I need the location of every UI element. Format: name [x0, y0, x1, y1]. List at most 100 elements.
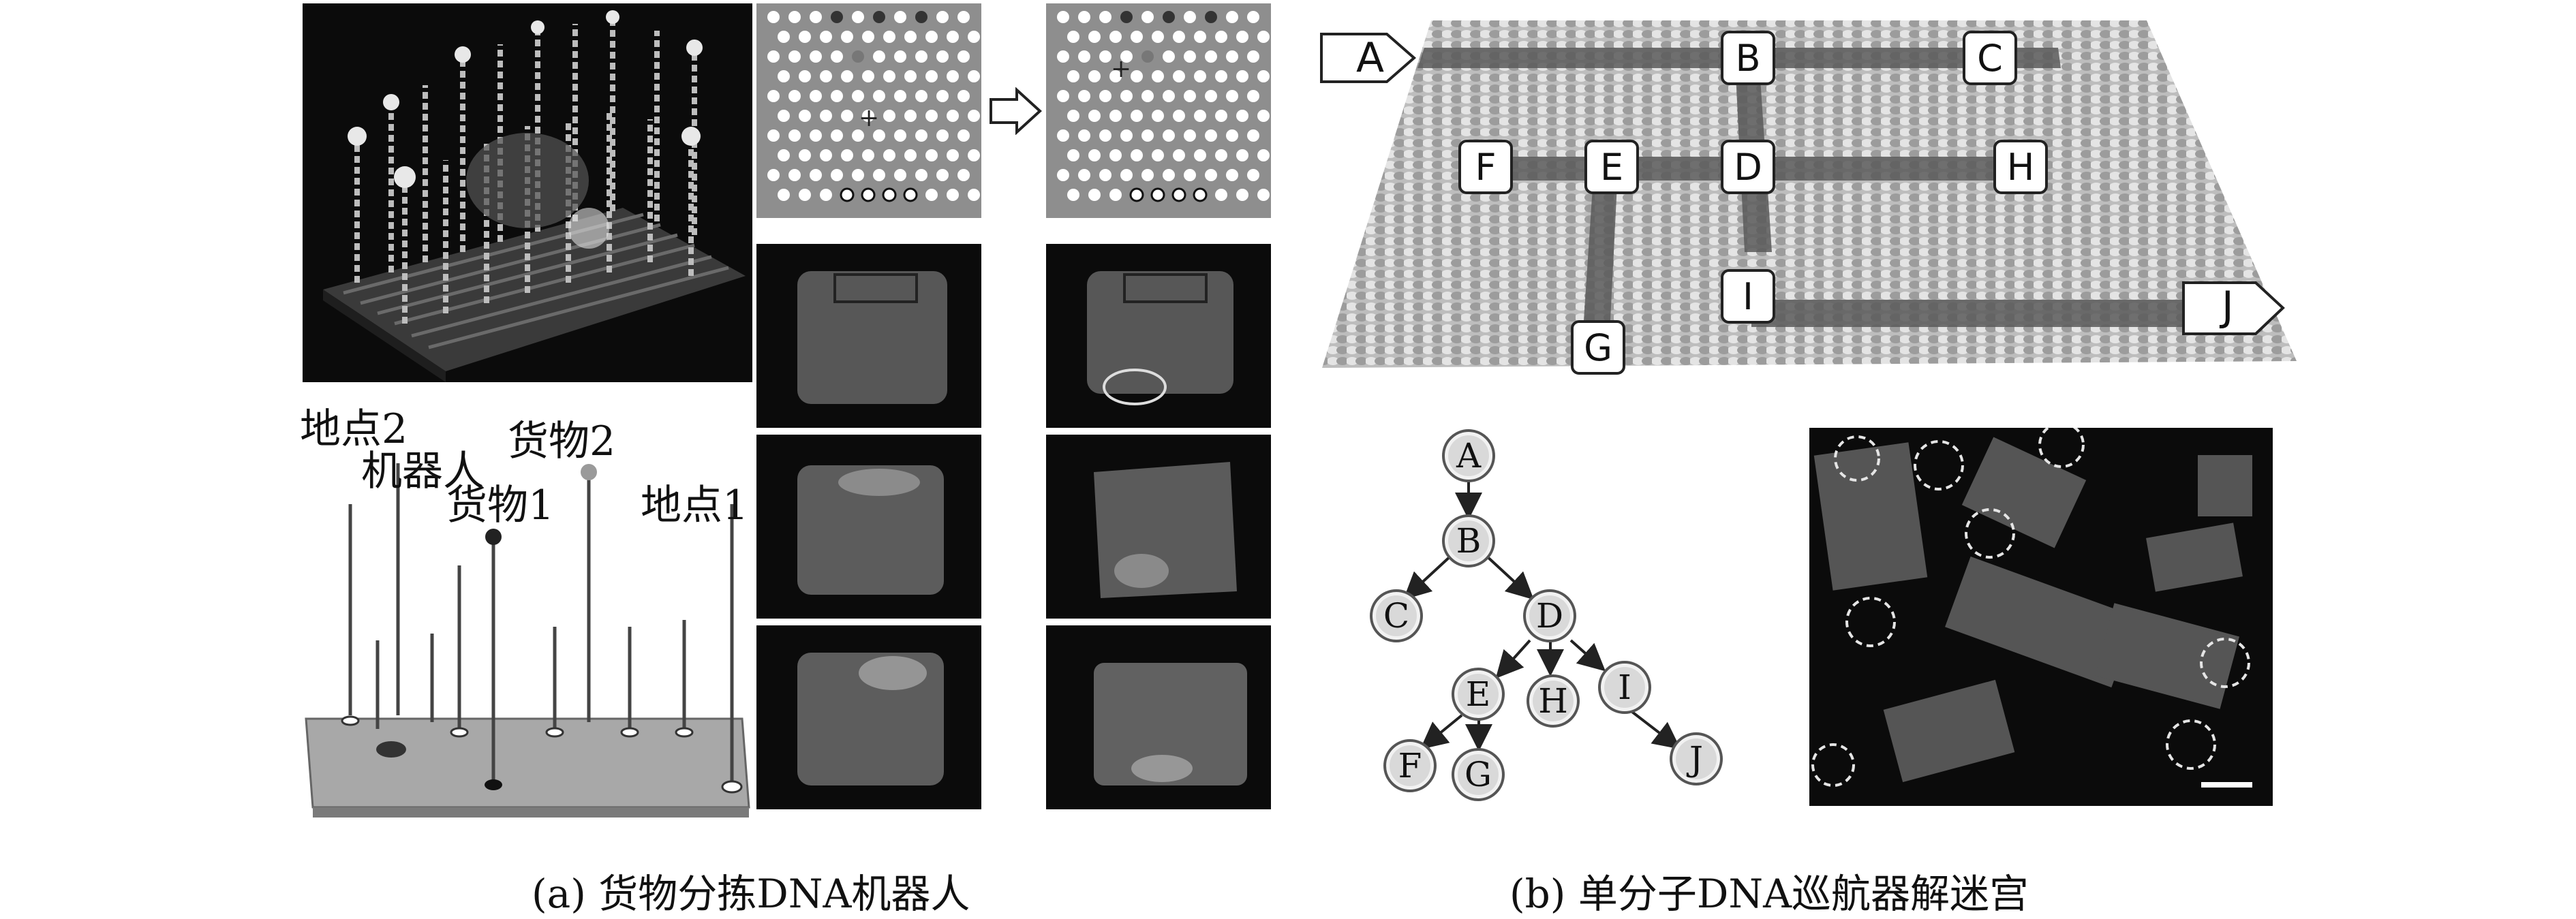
label-cargo2: 货物2: [508, 418, 616, 465]
arrow-right-icon: [2182, 281, 2285, 335]
grid-dot: [1088, 189, 1101, 201]
maze-entry-arrow-a: [1319, 27, 1421, 89]
afm-image-right-2: [1046, 435, 1271, 619]
tree-node-c: C: [1370, 589, 1423, 642]
grid-dot: [1215, 149, 1227, 161]
grid-dot: [1129, 187, 1144, 202]
grid-dot: [883, 70, 895, 82]
grid-dot: [1205, 90, 1217, 102]
dna-robot-3d-svg: [323, 10, 746, 382]
grid-dot: [873, 90, 885, 102]
grid-dot: [1099, 11, 1111, 23]
grid-dot: [788, 50, 801, 63]
grid-dot: [925, 70, 938, 82]
grid-dot: [1099, 129, 1111, 142]
grid-dot: [1067, 110, 1079, 122]
grid-dot: [883, 149, 895, 161]
dna-robot-schematic: [303, 409, 752, 817]
grid-dot: [1067, 149, 1079, 161]
grid-dot: [767, 11, 780, 23]
grid-dot: [947, 70, 959, 82]
grid-dot: [1109, 189, 1122, 201]
grid-dot: [1088, 149, 1101, 161]
grid-dot: [904, 149, 917, 161]
grid-dot: [957, 50, 970, 63]
afm-image-right-3: [1046, 625, 1271, 809]
grid-dot: [852, 90, 864, 102]
grid-dot: [1057, 169, 1069, 181]
grid-dot: [1257, 70, 1270, 82]
grid-dot: [915, 90, 927, 102]
grid-dot: [1152, 70, 1164, 82]
grid-dot: [820, 149, 832, 161]
grid-dot: [1215, 70, 1227, 82]
grid-dot: [778, 70, 790, 82]
grid-dot: [1205, 50, 1217, 63]
afm-image-left-3: [756, 625, 981, 809]
grid-dot: [915, 50, 927, 63]
grid-dot: [1088, 110, 1101, 122]
afm-svg: [1094, 663, 1247, 785]
grid-dot: [1236, 110, 1248, 122]
grid-dot: [767, 169, 780, 181]
grid-dot: [1163, 129, 1175, 142]
grid-dot: [778, 189, 790, 201]
grid-dot: [925, 31, 938, 43]
grid-dot: [840, 187, 855, 202]
grid-dot: [1078, 169, 1090, 181]
grid-dot: [778, 149, 790, 161]
grid-dot: [925, 110, 938, 122]
grid-dot: [925, 149, 938, 161]
grid-dot: [831, 129, 843, 142]
grid-dot: [947, 31, 959, 43]
grid-dot: [1120, 169, 1133, 181]
grid-dot: [936, 129, 949, 142]
grid-dot: [957, 90, 970, 102]
grid-dot: [1141, 129, 1154, 142]
grid-dot: [1109, 110, 1122, 122]
grid-dot: [1131, 110, 1143, 122]
grid-dot: [810, 169, 822, 181]
grid-dot: [1226, 169, 1238, 181]
grid-dot: [1150, 187, 1165, 202]
grid-dot: [968, 189, 980, 201]
tree-node-h: H: [1527, 674, 1580, 728]
afm-image-right-1: [1046, 244, 1271, 428]
dot-grid-after: +: [1046, 3, 1271, 218]
grid-dot: [799, 189, 811, 201]
grid-dot: [936, 169, 949, 181]
grid-dot: [1236, 70, 1248, 82]
label-robot: 机器人: [361, 448, 484, 495]
grid-dot: [852, 129, 864, 142]
tree-node-e: E: [1452, 668, 1505, 721]
grid-dot: [894, 129, 906, 142]
grid-dot: [968, 70, 980, 82]
origami-maze-svg: [1322, 20, 2297, 368]
grid-dot: [904, 70, 917, 82]
grid-dot: [1184, 11, 1196, 23]
grid-dot: [862, 70, 874, 82]
grid-dot: [1205, 169, 1217, 181]
grid-dot: [1057, 11, 1069, 23]
maze-node-e: E: [1584, 140, 1639, 194]
grid-dot: [1194, 149, 1206, 161]
grid-dot: [788, 90, 801, 102]
grid-dot: [1099, 50, 1111, 63]
grid-dot: [788, 129, 801, 142]
grid-dot: [799, 31, 811, 43]
maze-node-f: F: [1458, 140, 1513, 194]
grid-dot: [883, 31, 895, 43]
grid-dot: [852, 11, 864, 23]
grid-dot: [1184, 129, 1196, 142]
grid-dot: [1057, 50, 1069, 63]
grid-dot: [936, 11, 949, 23]
maze-node-a: A: [1356, 34, 1385, 82]
grid-dot: [1236, 189, 1248, 201]
grid-dot: [883, 110, 895, 122]
grid-dot: [820, 189, 832, 201]
grid-dot: [841, 110, 853, 122]
label-cargo1: 货物1: [446, 482, 555, 529]
grid-dot: [1120, 50, 1133, 63]
tree-node-f: F: [1383, 739, 1437, 792]
grid-dot: [957, 129, 970, 142]
